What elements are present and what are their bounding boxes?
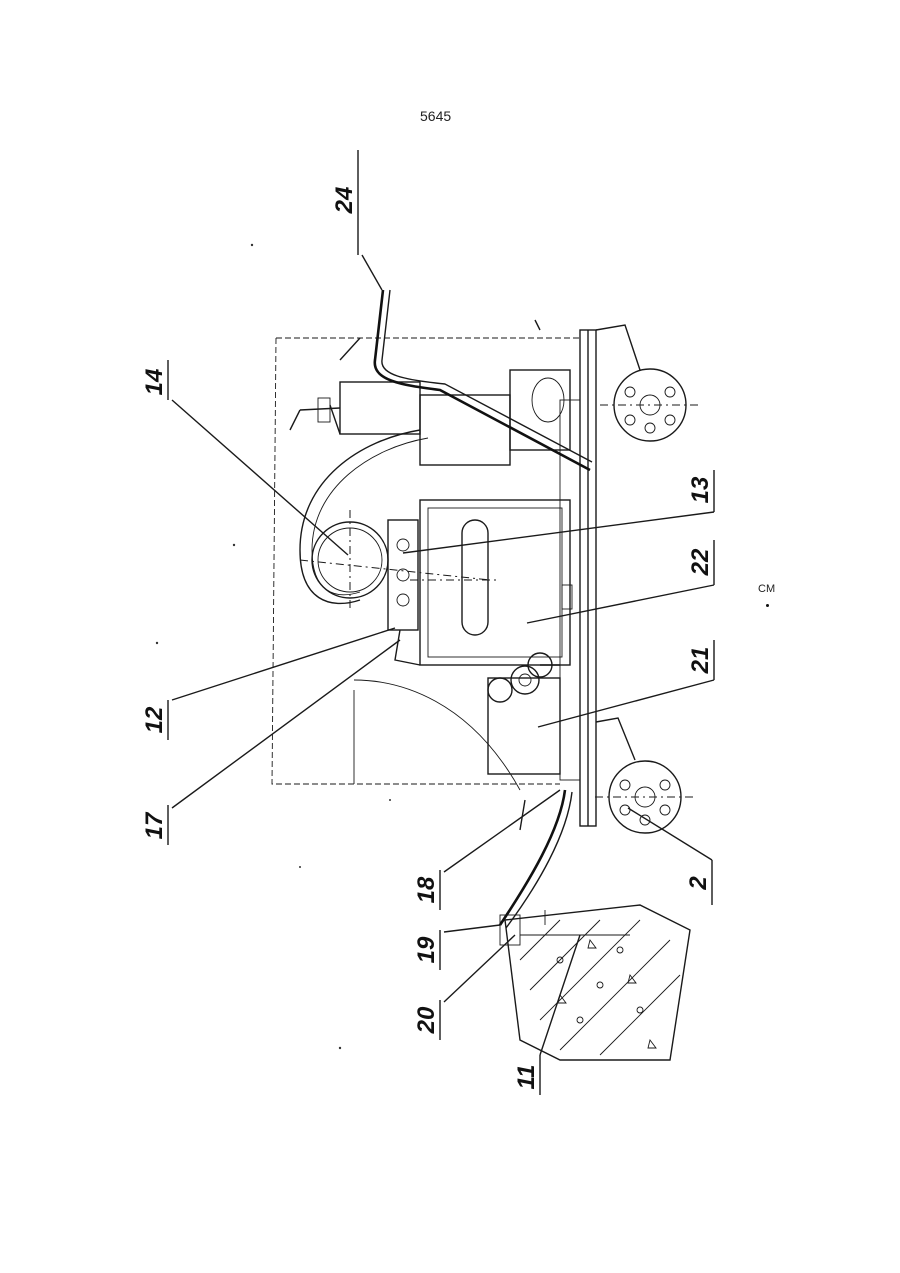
tank <box>410 500 572 665</box>
hose <box>500 790 572 928</box>
callout-11: 11 <box>513 1065 540 1090</box>
pump-assembly <box>488 653 560 774</box>
callout-20: 20 <box>413 1006 440 1034</box>
front-wheel <box>596 325 700 441</box>
motor-assembly <box>290 338 570 465</box>
callout-14: 14 <box>141 369 168 396</box>
callout-19: 19 <box>413 936 440 963</box>
gearbox <box>388 520 420 665</box>
callout-2: 2 <box>685 876 712 891</box>
callout-17: 17 <box>141 811 168 839</box>
callout-18: 18 <box>413 876 440 903</box>
callout-13: 13 <box>687 476 714 503</box>
base-frame <box>560 330 596 826</box>
callout-21: 21 <box>687 647 714 675</box>
callout-22: 22 <box>687 548 714 576</box>
leader-lines <box>168 150 714 1095</box>
callout-24: 24 <box>331 187 358 215</box>
concrete-block <box>500 905 690 1060</box>
rear-wheel <box>595 718 695 833</box>
callout-labels: 24 14 13 22 21 12 17 18 2 19 20 11 <box>141 187 714 1090</box>
callout-12: 12 <box>141 706 168 733</box>
